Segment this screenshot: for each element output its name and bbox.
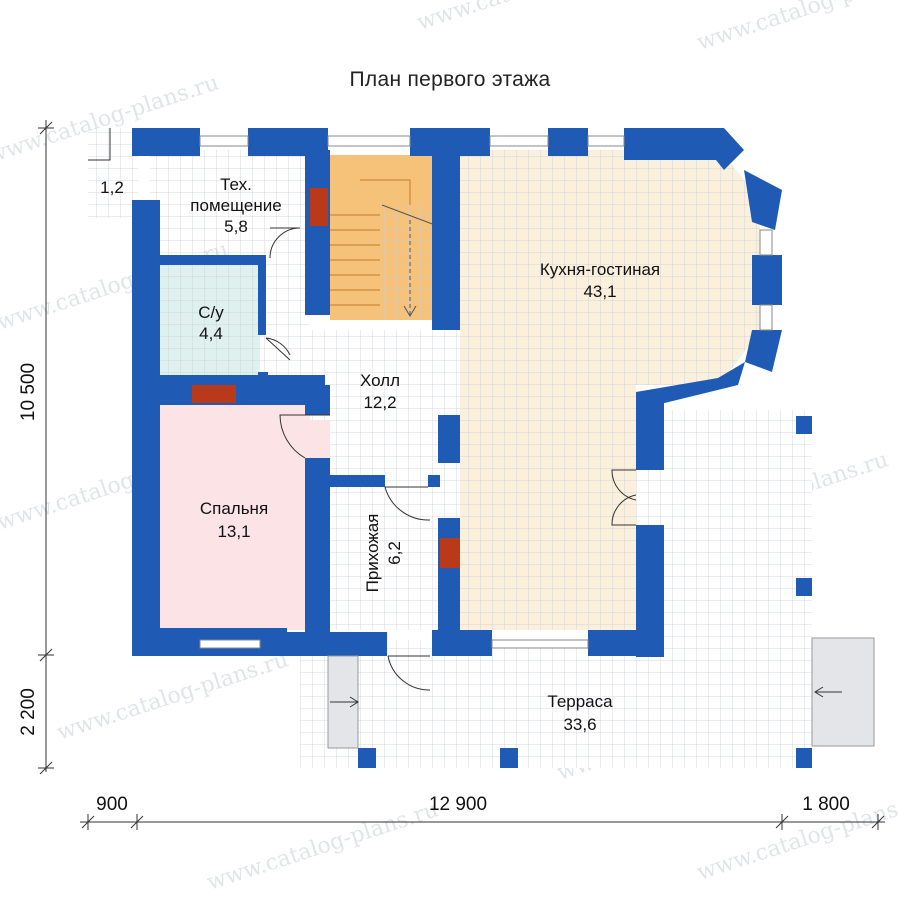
chimneys <box>192 188 460 568</box>
dim-width-steps: 1 800 <box>802 794 850 815</box>
windows <box>199 135 773 649</box>
tech-room-name-line1: Тех. <box>220 175 252 194</box>
watermark: www.catalog-plans.ru <box>694 0 900 56</box>
doors <box>88 128 637 691</box>
chimney <box>192 385 236 403</box>
tech-room-name-line2: помещение <box>190 196 281 215</box>
bedroom-name: Спальня <box>200 499 268 518</box>
terrace-name: Терраса <box>547 692 613 711</box>
dim-width-porch: 900 <box>96 794 128 815</box>
chimney <box>440 538 460 568</box>
chimney <box>310 188 328 226</box>
dim-height-main: 10 500 <box>18 363 39 421</box>
dimension-lines <box>38 120 885 830</box>
staircase <box>330 179 436 317</box>
watermark: www.catalog-plans.ru <box>204 797 441 895</box>
watermark: www.catalog-plans.ru <box>54 647 291 745</box>
porch-floor <box>88 128 138 218</box>
kitchen-name: Кухня-гостиная <box>540 260 660 279</box>
bedroom-floor <box>160 400 310 630</box>
plan-title: План первого этажа <box>349 68 551 91</box>
terrace-area: 33,6 <box>563 715 596 734</box>
terrace-tiles <box>300 640 812 768</box>
watermark: www.catalog-plans.ru <box>414 0 651 36</box>
tech-room-area: 5,8 <box>224 217 248 236</box>
room-labels: 1,2 Тех. помещение 5,8 С/у 4,4 Кухня-гос… <box>100 175 660 734</box>
terrace-steps <box>327 637 875 749</box>
kitchen-area: 43,1 <box>583 282 616 301</box>
watermark: www.catalog-plans.ru <box>694 787 900 885</box>
hall-name: Холл <box>360 371 400 390</box>
bath-name: С/у <box>198 303 224 322</box>
entry-name: Прихожая <box>363 514 382 593</box>
entry-area: 6,2 <box>385 541 404 565</box>
dim-height-terrace: 2 200 <box>18 688 39 736</box>
bath-area: 4,4 <box>199 324 223 343</box>
floor-layer <box>88 128 812 768</box>
hall-area: 12,2 <box>363 393 396 412</box>
porch-area: 1,2 <box>100 178 124 197</box>
bedroom-area: 13,1 <box>217 522 250 541</box>
dim-width-main: 12 900 <box>429 794 487 815</box>
dimension-labels: 10 500 2 200 900 12 900 1 800 <box>18 363 850 815</box>
